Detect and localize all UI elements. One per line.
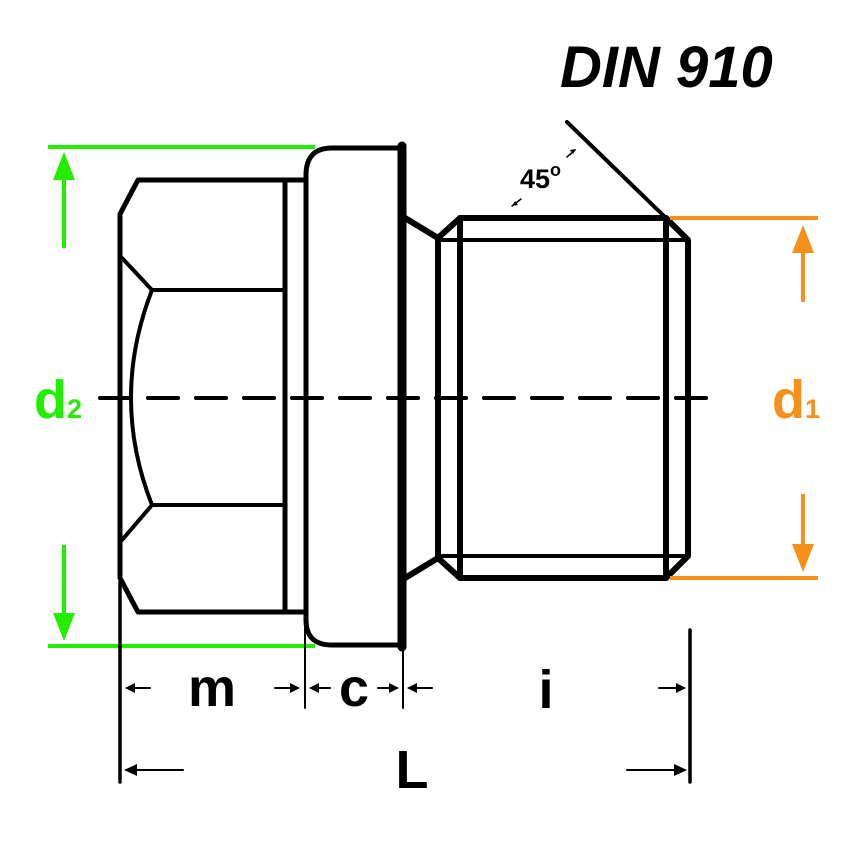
dimension-d2: d2 (34, 145, 315, 648)
extension-lines (118, 580, 692, 784)
c-label: c (339, 658, 369, 718)
i-label: i (538, 660, 553, 720)
m-label: m (188, 658, 236, 718)
dimension-d1: d1 (670, 216, 820, 580)
threaded-shank (435, 215, 691, 581)
L-label: L (396, 740, 429, 800)
d1-label: d1 (772, 370, 820, 430)
d2-label: d2 (34, 370, 82, 430)
dimension-i: i (407, 660, 686, 720)
chamfer-angle-indicator: 45o (511, 120, 668, 220)
neck (402, 215, 441, 581)
dimension-L: L (124, 740, 687, 800)
collar (303, 141, 407, 652)
hex-head (117, 177, 308, 615)
angle-label: 45o (520, 160, 561, 194)
diagram-title: DIN 910 (560, 35, 773, 100)
dimension-c: c (309, 658, 399, 718)
dimension-m: m (125, 658, 300, 718)
